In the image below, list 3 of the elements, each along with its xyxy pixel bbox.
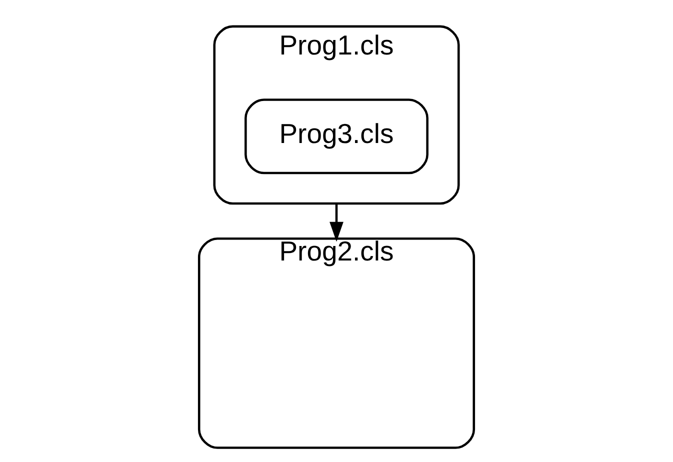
arrow: [330, 204, 344, 242]
node-box: Prog3.cls: [244, 98, 428, 174]
node-box: Prog2.cls: [198, 237, 476, 449]
